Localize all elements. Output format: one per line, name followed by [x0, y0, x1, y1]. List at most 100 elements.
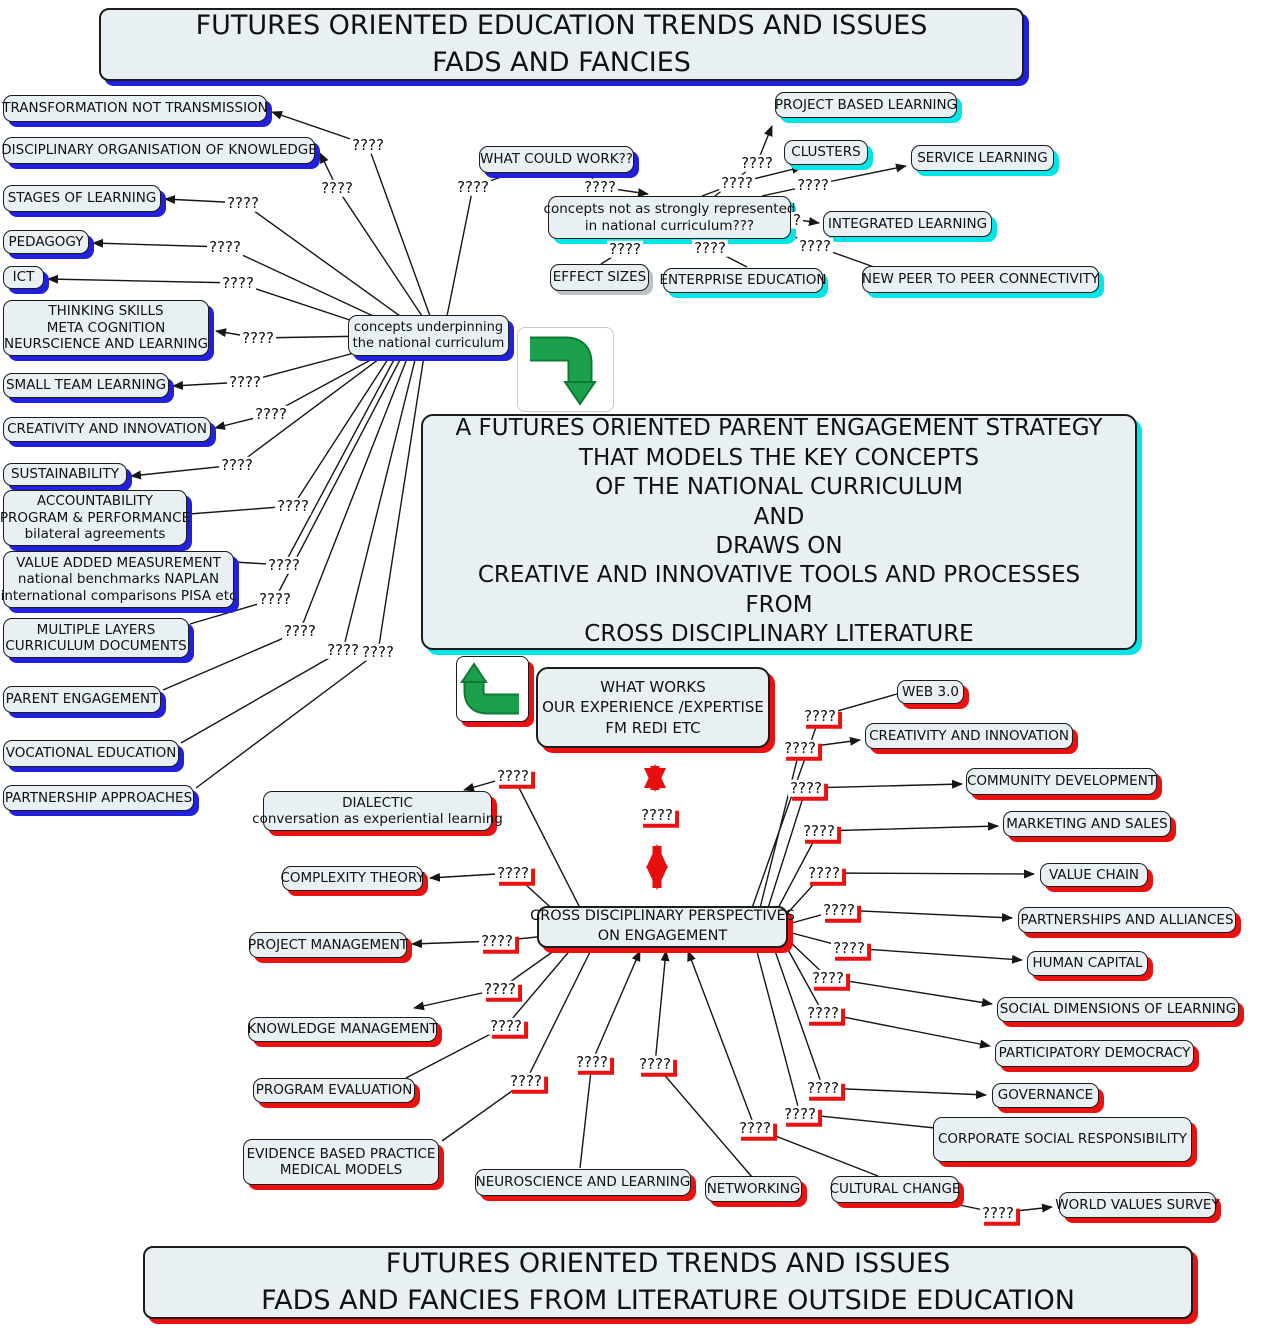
link-label[interactable]: ???? — [495, 863, 531, 882]
link-label[interactable]: ???? — [831, 938, 867, 957]
node-project-management[interactable]: PROJECT MANAGEMENT — [248, 932, 408, 958]
node-creativity-innovation-top[interactable]: CREATIVITY AND INNOVATION — [3, 417, 211, 442]
node-partnerships-alliances[interactable]: PARTNERSHIPS AND ALLIANCES — [1018, 907, 1236, 933]
node-participatory-democracy[interactable]: PARTICIPATORY DEMOCRACY — [995, 1040, 1194, 1067]
link-label[interactable]: ? — [791, 210, 803, 229]
link-label[interactable]: ???? — [806, 863, 842, 882]
link-label[interactable]: ???? — [801, 821, 837, 840]
node-small-team-learning[interactable]: SMALL TEAM LEARNING — [3, 373, 169, 398]
node-web-3-0[interactable]: WEB 3.0 — [897, 680, 964, 704]
node-disciplinary-organisation[interactable]: DISCIPLINARY ORGANISATION OF KNOWLEDGE — [1, 137, 317, 164]
node-partnership-approaches[interactable]: PARTNERSHIP APPROACHES — [3, 785, 194, 811]
link-label[interactable]: ???? — [805, 1078, 841, 1097]
node-human-capital[interactable]: HUMAN CAPITAL — [1027, 951, 1148, 976]
link-label[interactable]: ???? — [495, 766, 531, 785]
link-label[interactable]: ???? — [810, 968, 846, 987]
link-label[interactable]: ???? — [805, 1003, 841, 1022]
node-value-chain[interactable]: VALUE CHAIN — [1040, 863, 1148, 887]
node-vocational-education[interactable]: VOCATIONAL EDUCATION — [3, 740, 179, 767]
node-social-dimensions[interactable]: SOCIAL DIMENSIONS OF LEARNING — [997, 997, 1239, 1022]
node-world-values-survey[interactable]: WORLD VALUES SURVEY — [1055, 1192, 1220, 1218]
link-label[interactable]: ???? — [227, 372, 263, 391]
link-label[interactable]: ???? — [266, 555, 302, 574]
link-label[interactable]: ???? — [607, 239, 643, 258]
link-label[interactable]: ???? — [574, 1052, 610, 1071]
link-label[interactable]: ???? — [637, 1054, 673, 1073]
link-label[interactable]: ???? — [782, 1104, 818, 1123]
link-label[interactable]: ???? — [482, 979, 518, 998]
node-service-learning[interactable]: SERVICE LEARNING — [911, 145, 1054, 171]
link-label[interactable]: ???? — [319, 178, 355, 197]
link-label[interactable]: ???? — [719, 173, 755, 192]
link-label[interactable]: ???? — [225, 193, 261, 212]
link-label[interactable]: ???? — [325, 640, 361, 659]
link-label[interactable]: ???? — [257, 589, 293, 608]
node-integrated-learning[interactable]: INTEGRATED LEARNING — [823, 211, 992, 237]
link-label[interactable]: ???? — [795, 175, 831, 194]
link-label[interactable]: ???? — [488, 1016, 524, 1035]
link-label[interactable]: ???? — [207, 237, 243, 256]
link-label[interactable]: ???? — [282, 621, 318, 640]
node-corporate-social-responsibility[interactable]: CORPORATE SOCIAL RESPONSIBILITY — [933, 1117, 1192, 1162]
link-label[interactable]: ???? — [479, 931, 515, 950]
link-label[interactable]: ???? — [253, 404, 289, 423]
node-cultural-change[interactable]: CULTURAL CHANGE — [830, 1176, 960, 1203]
node-program-evaluation[interactable]: PROGRAM EVALUATION — [253, 1078, 415, 1103]
node-new-peer-connectivity[interactable]: NEW PEER TO PEER CONNECTIVITY — [862, 266, 1099, 293]
node-pedagogy[interactable]: PEDAGOGY — [3, 230, 89, 254]
link-label[interactable]: ???? — [639, 805, 675, 824]
node-stages-of-learning[interactable]: STAGES OF LEARNING — [3, 185, 161, 212]
node-project-based-learning[interactable]: PROJECT BASED LEARNING — [775, 92, 957, 118]
node-strategy[interactable]: A FUTURES ORIENTED PARENT ENGAGEMENT STR… — [421, 414, 1137, 650]
link-label[interactable]: ???? — [980, 1203, 1016, 1222]
link-label[interactable]: ???? — [797, 236, 833, 255]
link-label[interactable]: ???? — [821, 900, 857, 919]
node-what-could-work[interactable]: WHAT COULD WORK?? — [479, 146, 634, 173]
link-label[interactable]: ???? — [219, 455, 255, 474]
node-networking[interactable]: NETWORKING — [705, 1176, 802, 1202]
link-label[interactable]: ???? — [782, 738, 818, 757]
green-elbow-arrow-down-icon[interactable] — [517, 327, 614, 412]
link-label[interactable]: ???? — [360, 642, 396, 661]
link-label[interactable]: ???? — [739, 153, 775, 172]
node-complexity-theory[interactable]: COMPLEXITY THEORY — [280, 866, 425, 891]
node-clusters[interactable]: CLUSTERS — [784, 140, 868, 165]
node-creativity-innovation-bottom[interactable]: CREATIVITY AND INNOVATION — [865, 723, 1073, 749]
node-title-top[interactable]: FUTURES ORIENTED EDUCATION TRENDS AND IS… — [99, 8, 1024, 81]
link-label[interactable]: ???? — [240, 328, 276, 347]
link-label[interactable]: ???? — [788, 778, 824, 797]
node-parent-engagement[interactable]: PARENT ENGAGEMENT — [3, 686, 161, 713]
node-ict[interactable]: ICT — [3, 266, 44, 289]
node-marketing-and-sales[interactable]: MARKETING AND SALES — [1003, 811, 1171, 837]
link-label[interactable]: ???? — [582, 177, 618, 196]
link-label[interactable]: ???? — [508, 1071, 544, 1090]
link-label[interactable]: ???? — [802, 706, 838, 725]
node-what-works-line: WHAT WORKS — [600, 678, 706, 697]
node-enterprise-education[interactable]: ENTERPRISE EDUCATION — [659, 268, 827, 293]
node-transformation-not-transmission[interactable]: TRANSFORMATION NOT TRANSMISSION — [2, 95, 268, 122]
node-sustainability[interactable]: SUSTAINABILITY — [3, 463, 127, 486]
node-neuroscience-learning[interactable]: NEUROSCIENCE AND LEARNING — [475, 1169, 691, 1196]
link-label[interactable]: ???? — [692, 238, 728, 257]
node-governance[interactable]: GOVERNANCE — [992, 1083, 1099, 1108]
node-knowledge-management[interactable]: KNOWLEDGE MANAGEMENT — [247, 1017, 438, 1042]
node-community-development[interactable]: COMMUNITY DEVELOPMENT — [966, 768, 1157, 795]
link-label[interactable]: ???? — [275, 496, 311, 515]
link-label[interactable]: ???? — [350, 135, 386, 154]
link-label[interactable]: ???? — [737, 1118, 773, 1137]
node-effect-sizes[interactable]: EFFECT SIZES — [550, 264, 649, 291]
green-elbow-arrow-up-icon[interactable] — [456, 656, 529, 722]
link-label[interactable]: ???? — [455, 177, 491, 196]
link-label[interactable]: ???? — [220, 273, 256, 292]
